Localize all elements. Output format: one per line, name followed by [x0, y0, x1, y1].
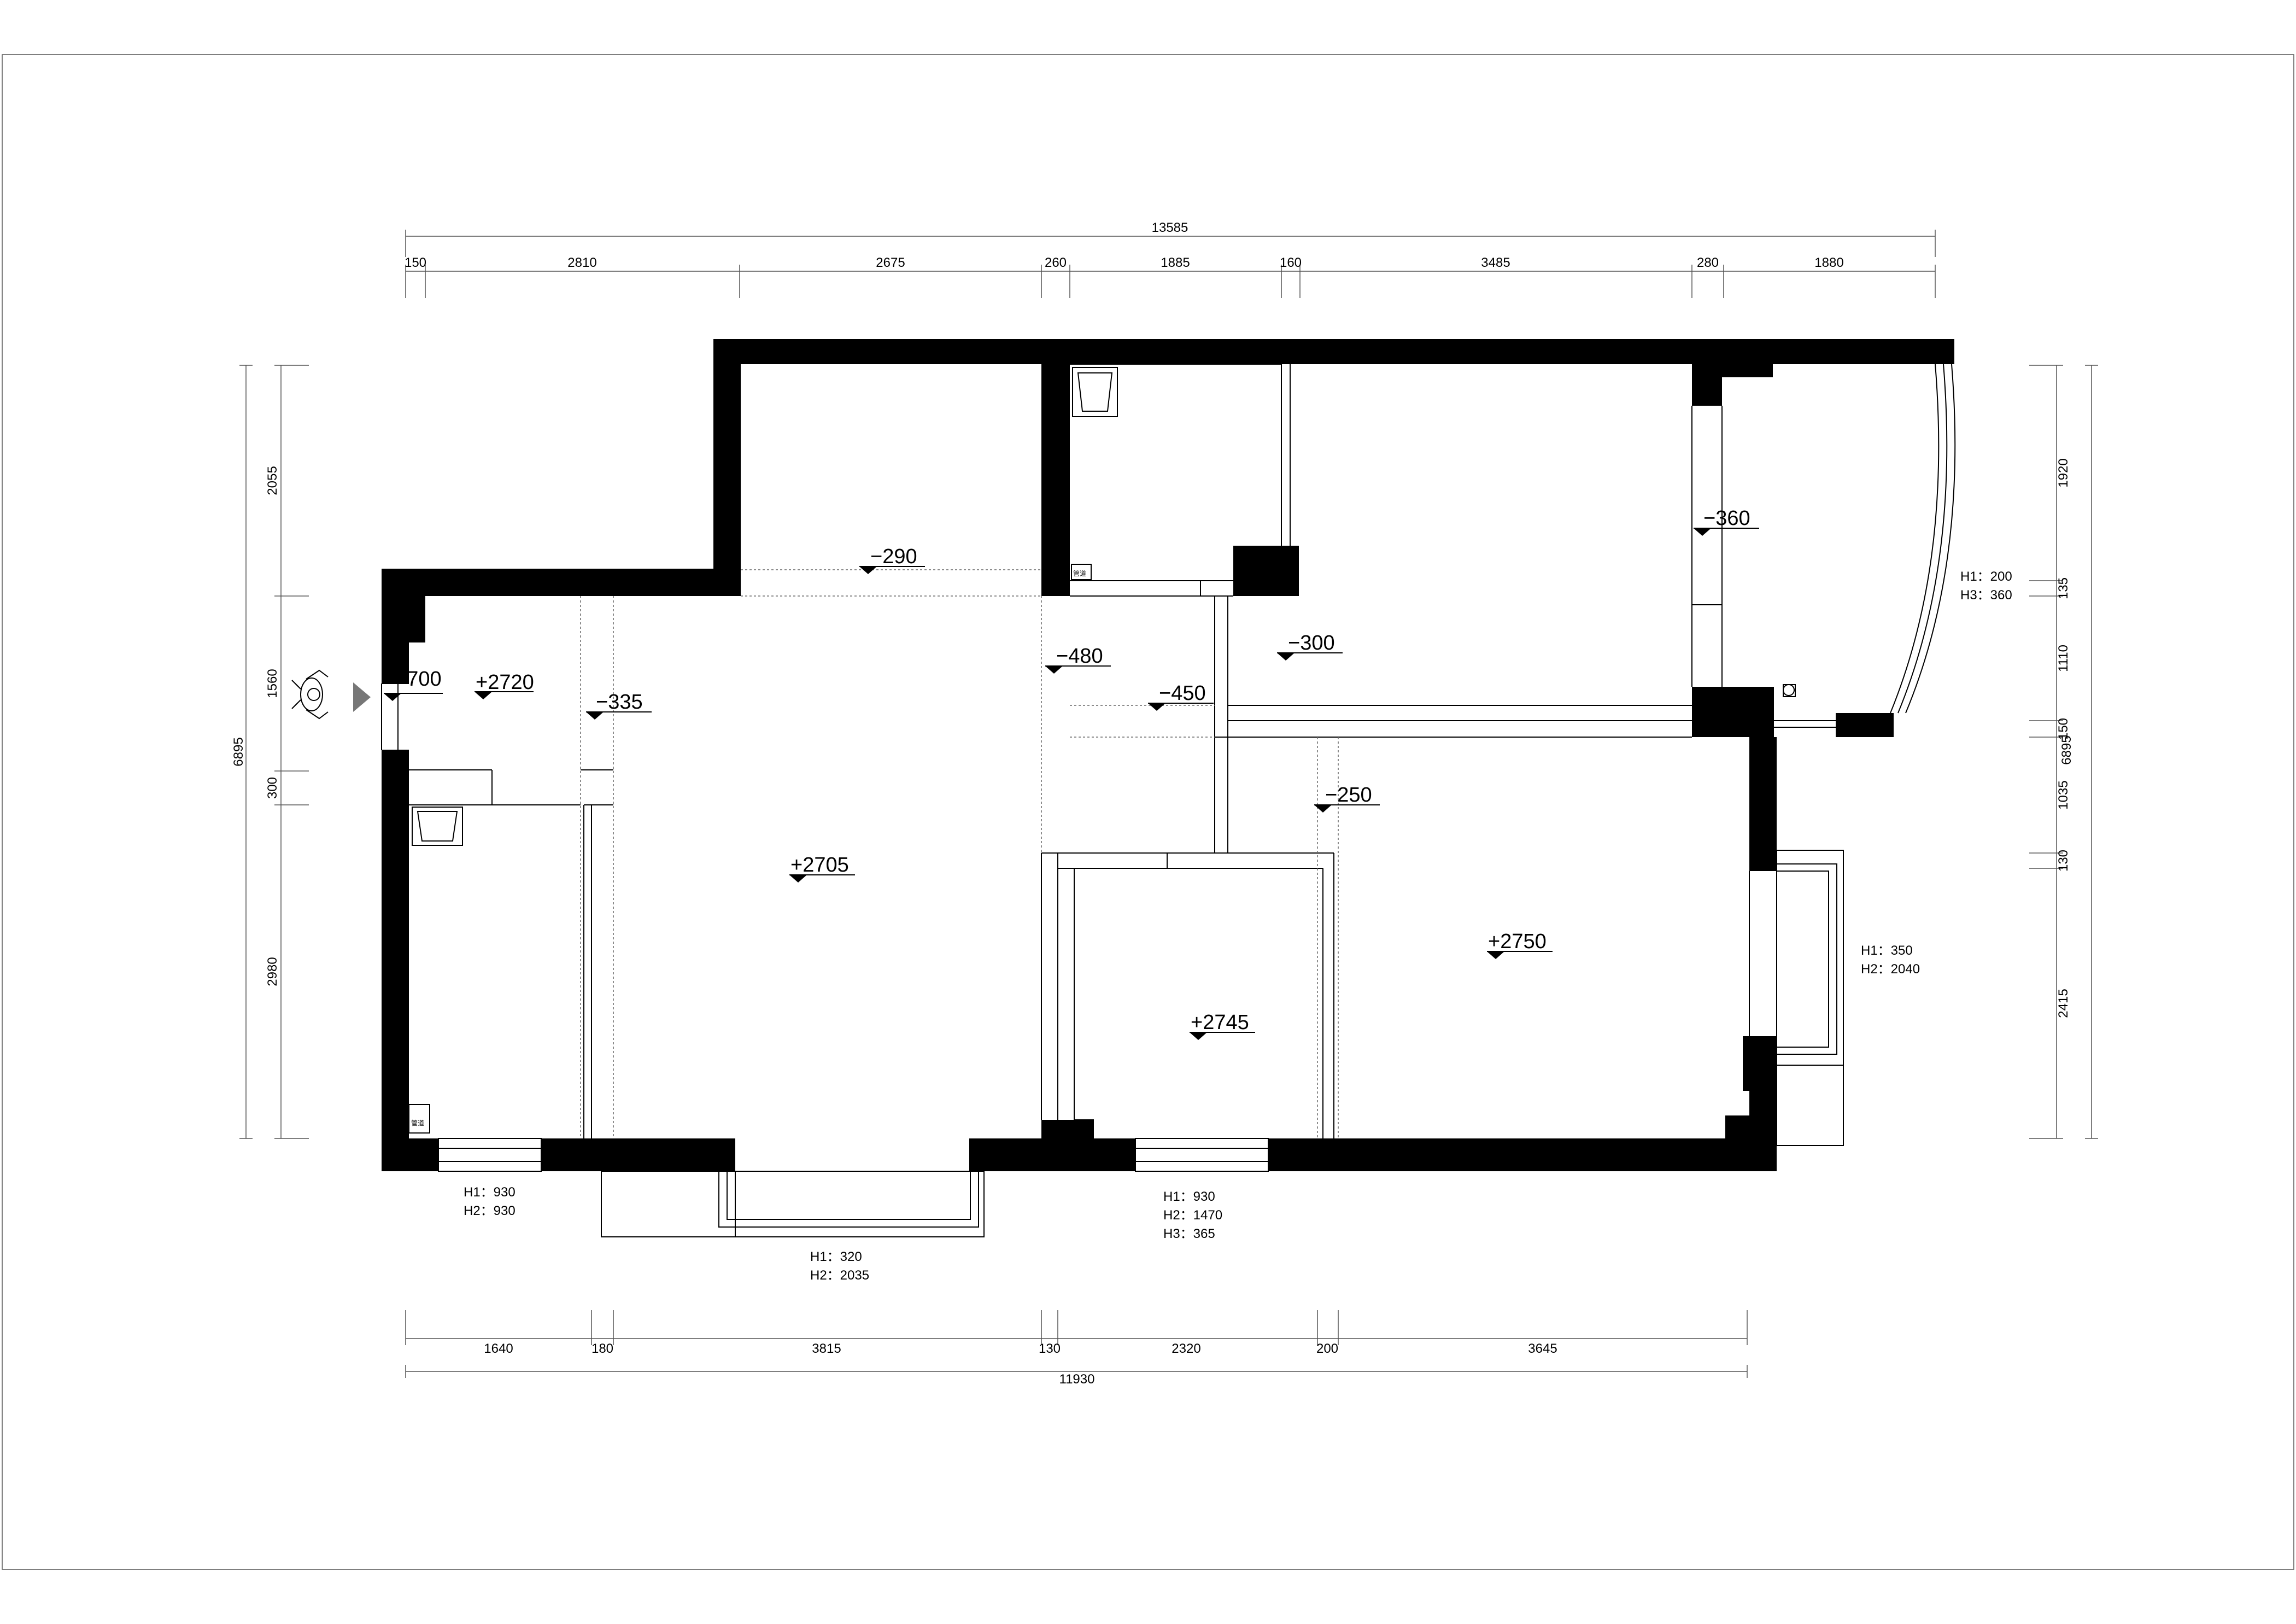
dim-right-4: 1035	[2056, 780, 2071, 809]
windows	[438, 850, 1844, 1237]
dim-top-8: 1880	[1814, 255, 1843, 270]
walls	[382, 339, 1954, 1171]
dim-right-3: 150	[2056, 718, 2071, 740]
window-note: H2：1470	[1163, 1208, 1222, 1223]
dim-right-5: 130	[2056, 850, 2071, 872]
pipe-label: 管道	[411, 1119, 424, 1127]
window-note: H1：930	[1163, 1189, 1215, 1204]
window-note: H3：365	[1163, 1226, 1215, 1241]
level-label: −300	[1288, 632, 1335, 655]
bottom-dimension-chain	[405, 1310, 1748, 1378]
interior-lines	[381, 364, 1956, 1138]
dim-top-3: 260	[1045, 255, 1067, 270]
water-heater-icon	[1072, 367, 1118, 417]
dim-bottom-4: 2320	[1172, 1341, 1200, 1356]
dim-bottom-0: 1640	[484, 1341, 513, 1356]
pipe-icon	[1071, 564, 1092, 580]
dim-left-1: 1560	[265, 669, 280, 698]
window-note: H2：2040	[1861, 962, 1920, 977]
level-label: −290	[870, 545, 917, 568]
dim-left-3: 2980	[265, 957, 280, 986]
level-label: −250	[1325, 784, 1372, 807]
dim-top-total: 13585	[1152, 220, 1188, 235]
entry-marker	[291, 669, 371, 720]
level-label: −450	[1159, 682, 1206, 705]
dim-top-0: 150	[405, 255, 426, 270]
dim-bottom-6: 3645	[1528, 1341, 1557, 1356]
dim-right-6: 2415	[2056, 989, 2071, 1018]
dim-top-2: 2675	[876, 255, 905, 270]
dim-left-0: 2055	[265, 466, 280, 495]
window-note: H2：2035	[810, 1268, 869, 1283]
dim-top-1: 2810	[567, 255, 596, 270]
level-label: +2705	[790, 854, 849, 877]
left-dimension-chain	[239, 365, 309, 1139]
dim-top-5: 160	[1280, 255, 1302, 270]
level-markers	[384, 528, 1759, 1040]
dim-left-2: 300	[265, 777, 280, 799]
dim-bottom-1: 180	[591, 1341, 613, 1356]
right-dimension-chain	[2029, 365, 2098, 1139]
window-note: H1：930	[464, 1185, 516, 1200]
dim-bottom-3: 130	[1039, 1341, 1061, 1356]
water-heater-icon	[412, 807, 463, 846]
level-label: +2750	[1488, 930, 1547, 953]
dim-bottom-total: 11930	[1059, 1372, 1095, 1387]
dim-bottom-5: 200	[1316, 1341, 1338, 1356]
window-note: H2：930	[464, 1204, 516, 1218]
pipe-icon	[408, 1104, 430, 1134]
window-note: H1：320	[810, 1249, 862, 1264]
window-note: H3：360	[1960, 588, 2012, 603]
level-label: −335	[596, 691, 643, 714]
pipe-label: 管道	[1073, 569, 1086, 577]
dim-top-6: 3485	[1481, 255, 1510, 270]
person-icon	[291, 669, 329, 720]
dim-left-total: 6895	[231, 737, 246, 766]
level-label: −360	[1703, 507, 1750, 530]
dim-top-4: 1885	[1161, 255, 1190, 270]
level-label: +2745	[1191, 1011, 1249, 1034]
window-note: H1：200	[1960, 569, 2012, 584]
level-label: −700	[395, 668, 442, 691]
dim-bottom-2: 3815	[812, 1341, 841, 1356]
dim-top-7: 280	[1697, 255, 1719, 270]
dim-right-1: 135	[2056, 577, 2071, 599]
top-dimension-chain	[405, 230, 1936, 298]
dim-right-0: 1920	[2056, 458, 2071, 487]
dim-right-total: 6895	[2059, 735, 2074, 764]
dim-right-2: 1110	[2056, 645, 2071, 672]
level-label: −480	[1056, 645, 1103, 668]
level-label: +2720	[476, 671, 534, 694]
fixtures	[408, 367, 1118, 1134]
sheet-border	[2, 54, 2294, 1570]
window-note: H1：350	[1861, 943, 1913, 958]
